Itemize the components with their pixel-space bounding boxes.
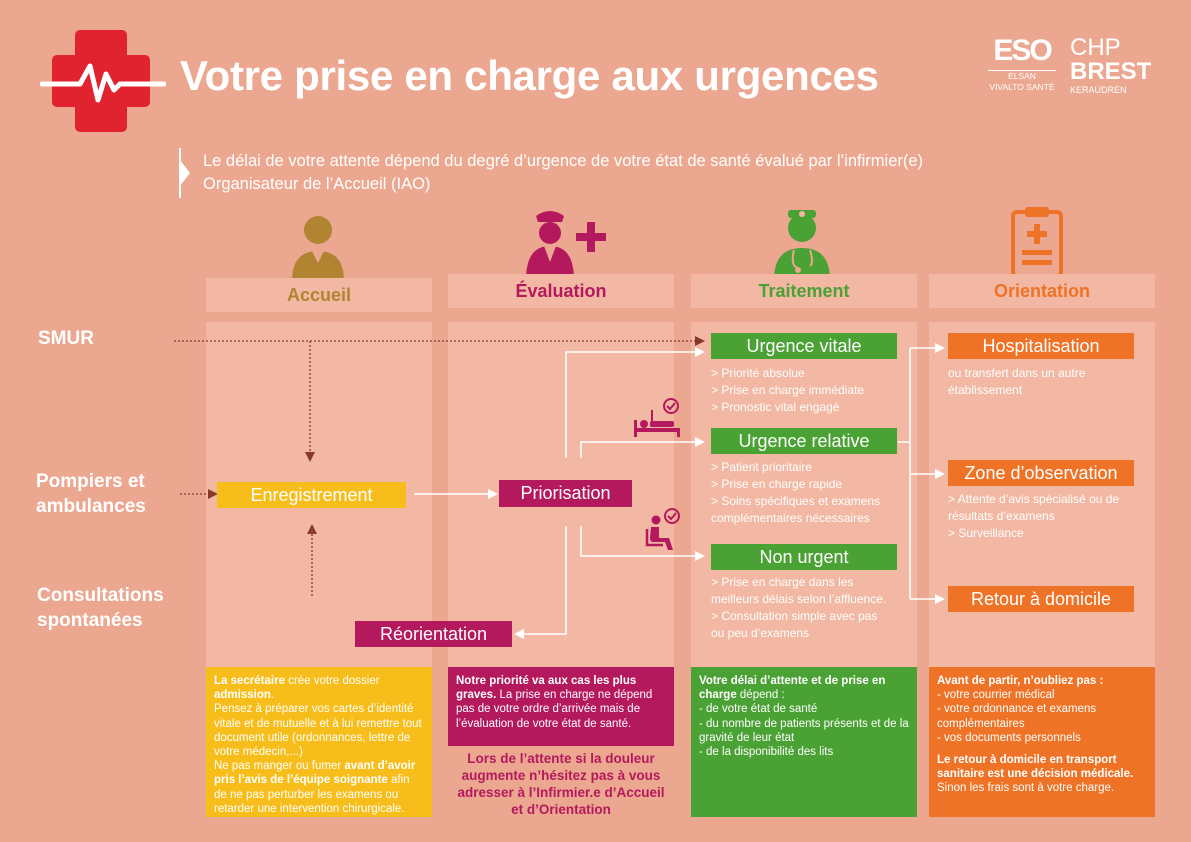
intro-text: Le délai de votre attente dépend du degr… [203,150,923,196]
note-evaluation-callout: Lors de l’attente si la douleur augmente… [457,751,665,817]
note-accueil-bold-3: avant d’avoir pris l’avis de l’équipe so… [214,760,416,787]
list-item: établissement [948,383,1023,397]
source-pompiers: Pompiers et ambulances [36,469,146,519]
note-orientation-bold-2: Le retour à domicile en transport sanita… [937,754,1134,781]
non-urgent-list: > Prise en charge dans les meilleurs dél… [711,574,911,642]
urgence-vitale-list: > Priorité absolue > Prise en charge imm… [711,365,911,416]
urgence-vitale-box: Urgence vitale [711,333,897,359]
note-orientation-bold-1: Avant de partir, n’oubliez pas : [937,675,1104,687]
list-item: complémentaires nécessaires [711,511,870,525]
enregistrement-box: Enregistrement [217,482,406,508]
note-traitement: Votre délai d’attente et de prise en cha… [691,667,917,817]
nurse-icon [526,211,606,280]
source-consultations: Consultations spontanées [37,583,164,633]
note-accueil-text-1: crée votre dossier [284,675,380,687]
list-item: > Patient prioritaire [711,460,813,474]
chp-logo-line2: BREST [1070,58,1152,85]
note-accueil-text-4: Ne pas manger ou fumer [214,760,345,773]
urgence-relative-box: Urgence relative [711,428,897,454]
intro-line-1: Le délai de votre attente dépend du degr… [203,152,924,170]
list-item: - de la disponibilité des lits [699,746,834,759]
intro-chevron-icon [179,148,190,198]
list-item: > Priorité absolue [711,366,805,380]
hospitalisation-box: Hospitalisation [948,333,1134,359]
source-smur: SMUR [38,328,94,349]
source-consultations-line1: Consultations [37,585,164,606]
note-accueil-text-2: . [270,689,275,702]
observation-box: Zone d’observation [948,460,1134,486]
list-item: - du nombre de patients présents et de l… [699,717,909,744]
reorientation-box: Réorientation [355,621,512,647]
note-orientation-text-1: Sinon les frais sont à votre charge. [937,782,1115,795]
list-item: meilleurs délais selon l’affluence. [711,592,887,606]
doctor-icon [774,210,830,280]
list-item: - votre courrier médical [937,689,1055,702]
chp-logo-line3: KERAUDREN [1070,85,1127,95]
note-evaluation-bold-1: Notre priorité va aux cas les plus grave… [456,675,637,702]
note-orientation: Avant de partir, n’oubliez pas : - votre… [929,667,1155,817]
chp-logo-line1: CHP [1070,34,1121,61]
red-cross-heartbeat-icon [40,30,166,132]
list-item: > Prise en charge rapide [711,477,843,491]
note-traitement-text-1: dépend : [736,689,785,702]
priorisation-box: Priorisation [499,480,632,507]
note-accueil: La secrétaire crée votre dossier admissi… [206,667,432,817]
urgence-relative-list: > Patient prioritaire > Prise en charge … [711,459,911,527]
note-accueil-bold-2: admission [214,689,271,702]
list-item: > Surveillance [948,526,1024,540]
column-header-accueil: Accueil [206,278,432,312]
list-item: > Pronostic vital engagé [711,400,840,414]
list-item: > Prise en charge dans les [711,575,854,589]
non-urgent-box: Non urgent [711,544,897,570]
column-header-traitement: Traitement [691,274,917,308]
note-accueil-text-5: afin de ne pas perturber les examens ou … [214,774,410,815]
list-item: > Prise en charge immédiate [711,383,865,397]
list-item: - vos documents personnels [937,731,1081,744]
list-item: résultats d’examens [948,509,1055,523]
note-evaluation: Notre priorité va aux cas les plus grave… [448,667,674,746]
note-evaluation-text-1: La prise en charge ne dépend pas de votr… [456,689,653,730]
receptionist-icon [292,216,344,281]
note-traitement-bold-1: Votre délai d’attente et de prise en cha… [699,675,886,702]
elsan-logo-mark: ESO [993,34,1052,67]
observation-list: > Attente d’avis spécialisé ou de résult… [948,491,1153,542]
elsan-logo-line2: VIVALTO SANTÉ [989,82,1055,92]
note-accueil-text-3: Pensez à préparer vos cartes d’identité … [214,703,422,759]
list-item: > Soins spécifiques et examens [711,494,881,508]
column-header-orientation: Orientation [929,274,1155,308]
note-accueil-bold-1: La secrétaire [214,675,285,687]
page-title: Votre prise en charge aux urgences [180,52,879,99]
column-header-evaluation: Évaluation [448,274,674,308]
elsan-logo-line1: ELSAN [1008,71,1036,81]
list-item: > Consultation simple avec pas [711,609,878,623]
list-item: ou peu d’examens [711,626,810,640]
hospital-bed-icon [634,398,680,437]
source-consultations-line2: spontanées [37,610,143,631]
list-item: ou transfert dans un autre [948,366,1086,380]
chp-brest-logo: CHP BREST KERAUDREN [1070,36,1151,97]
source-pompiers-line2: ambulances [36,496,146,517]
elsan-logo: ESO ELSAN VIVALTO SANTÉ [982,34,1062,93]
intro-line-2: Organisateur de l’Accueil (IAO) [203,175,431,193]
hospitalisation-list: ou transfert dans un autre établissement [948,365,1148,399]
retour-domicile-box: Retour à domicile [948,586,1134,612]
source-pompiers-line1: Pompiers et [36,471,145,492]
clipboard-icon [1011,207,1063,278]
seated-patient-icon [645,508,680,550]
list-item: - votre ordonnance et examens complément… [937,703,1097,730]
list-item: > Attente d’avis spécialisé ou de [948,492,1120,506]
list-item: - de votre état de santé [699,703,818,716]
column-panel-traitement [691,322,917,667]
